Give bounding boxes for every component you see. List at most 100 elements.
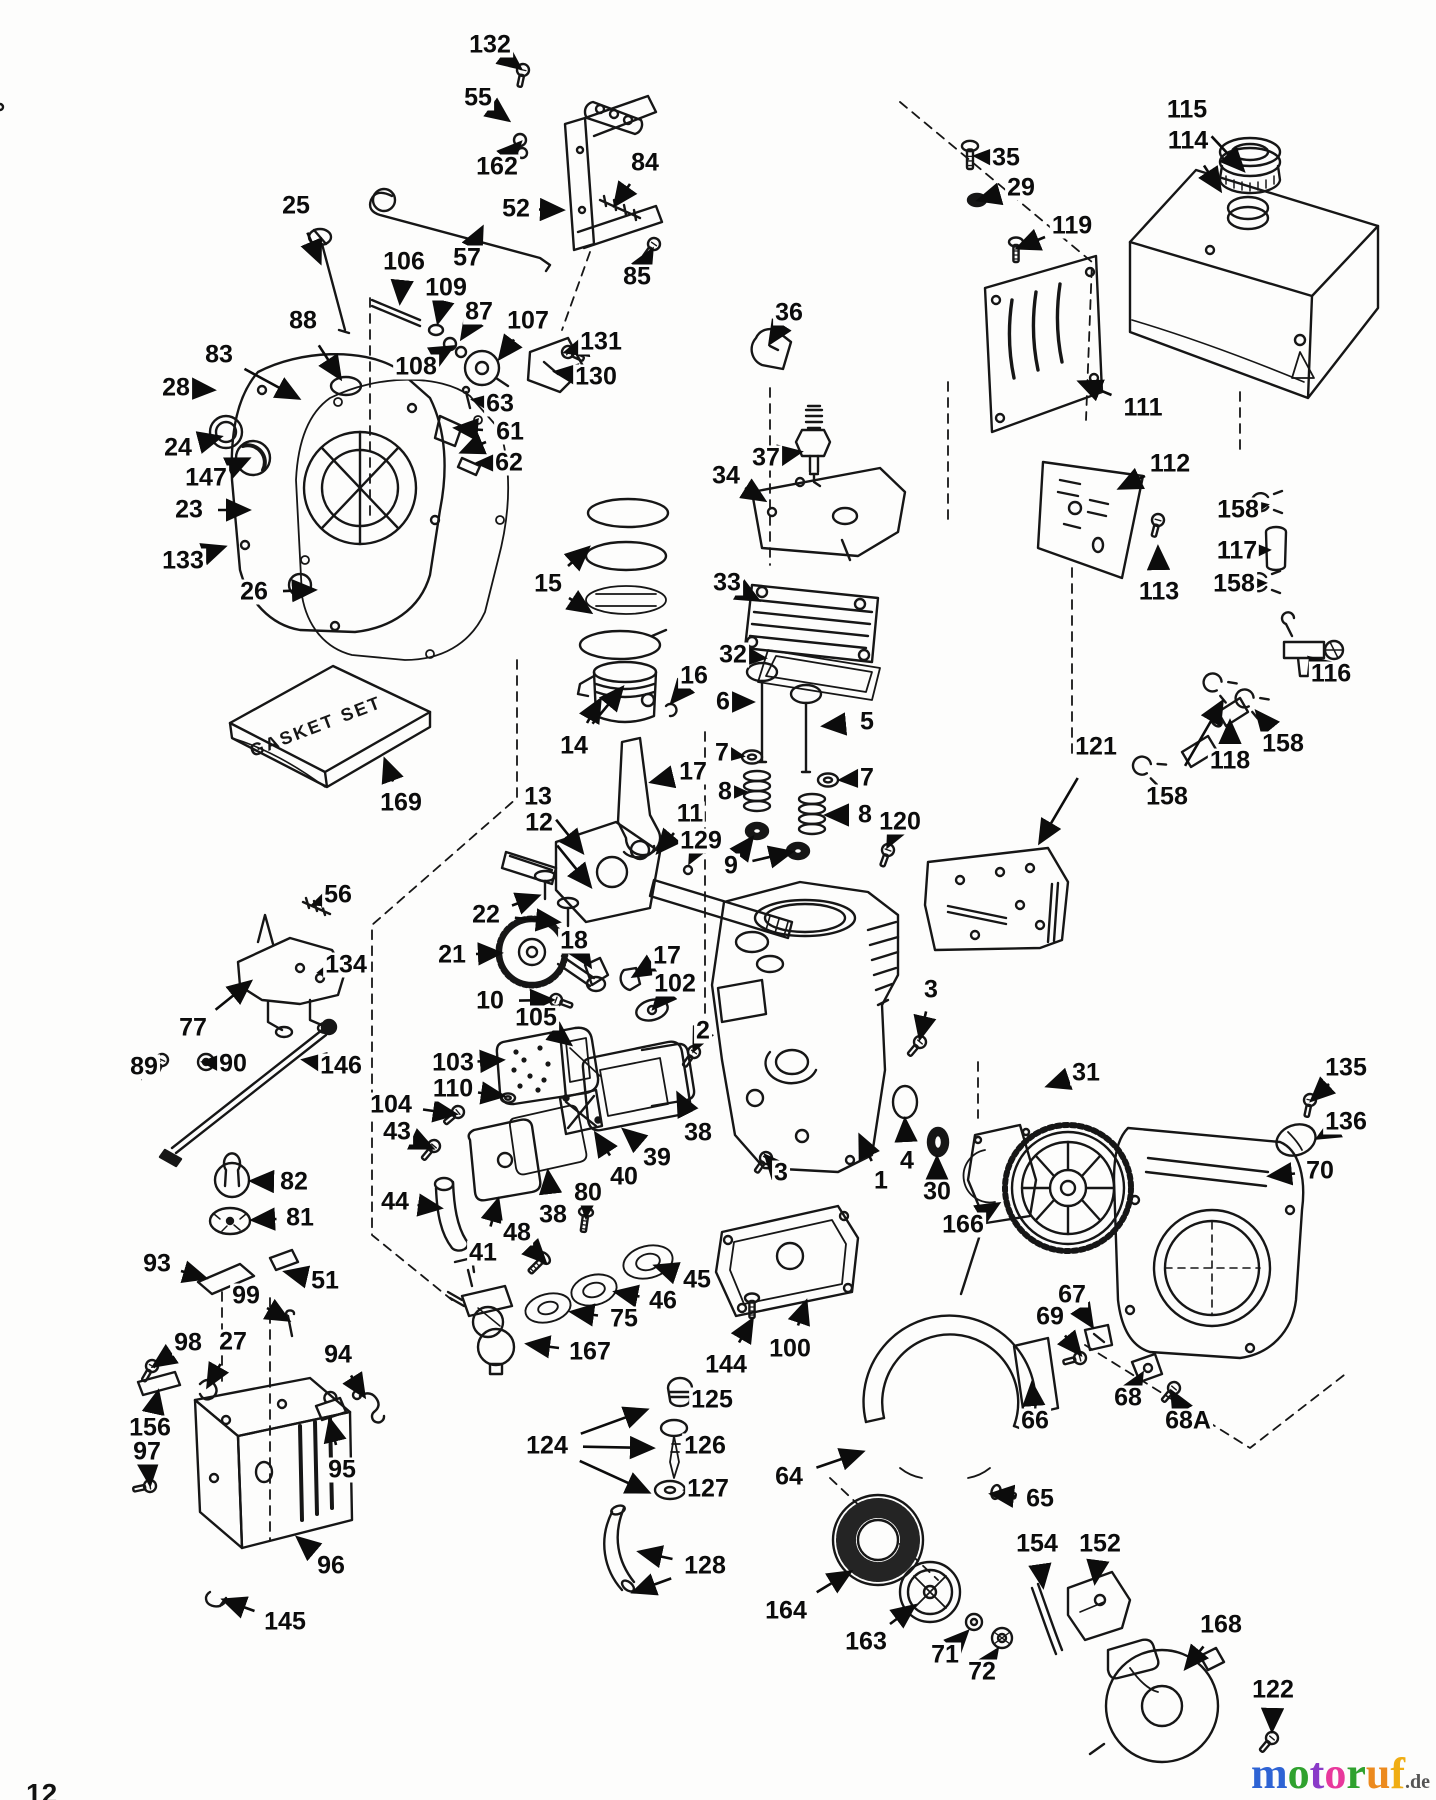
callout-37: 37 (750, 443, 782, 472)
callout-3: 3 (922, 975, 940, 1004)
gasket-set-box (230, 666, 430, 787)
callout-48: 48 (501, 1218, 533, 1247)
callout-36: 36 (773, 298, 805, 327)
carb-gaskets (522, 1240, 676, 1327)
callout-40: 40 (608, 1162, 640, 1191)
callout-83: 83 (203, 340, 235, 369)
callout-9: 9 (722, 851, 740, 880)
callout-68A: 68A (1163, 1406, 1213, 1435)
callout-82: 82 (278, 1167, 310, 1196)
fuel-cap (1220, 138, 1280, 193)
callout-44: 44 (379, 1187, 411, 1216)
callout-130: 130 (573, 362, 619, 391)
callout-55: 55 (462, 83, 494, 112)
callout-110: 110 (430, 1074, 476, 1103)
callout-26: 26 (238, 577, 270, 606)
callout-152: 152 (1077, 1529, 1123, 1558)
callout-163: 163 (843, 1627, 889, 1656)
callout-22: 22 (470, 900, 502, 929)
callout-87: 87 (463, 297, 495, 326)
callout-162: 162 (474, 152, 520, 181)
callout-85: 85 (621, 262, 653, 291)
callout-109: 109 (423, 273, 469, 302)
head-bracket (752, 468, 905, 560)
callout-158: 158 (1211, 569, 1257, 598)
heat-deflector (925, 848, 1068, 950)
spark-plug (796, 406, 830, 486)
callout-117: 117 (1214, 536, 1260, 565)
callout-17: 17 (677, 757, 709, 786)
callout-28: 28 (160, 373, 192, 402)
watermark-letters: motoruf (1251, 1749, 1405, 1798)
callout-4: 4 (898, 1146, 916, 1175)
callout-66: 66 (1019, 1406, 1051, 1435)
callout-81: 81 (284, 1203, 316, 1232)
callout-84: 84 (629, 148, 661, 177)
watermark-suffix: .de (1405, 1771, 1430, 1793)
callout-10: 10 (474, 986, 506, 1015)
callout-57: 57 (451, 243, 483, 272)
oil-fill-seal (331, 377, 361, 395)
callout-122: 122 (1250, 1675, 1296, 1704)
page-number-fragment: 12 (26, 1778, 58, 1800)
callout-166: 166 (940, 1210, 986, 1239)
callout-35: 35 (990, 143, 1022, 172)
callout-118: 118 (1207, 746, 1253, 775)
callout-94: 94 (322, 1340, 354, 1369)
callout-104: 104 (368, 1090, 414, 1119)
callout-51: 51 (309, 1266, 341, 1295)
callout-158: 158 (1260, 729, 1306, 758)
callout-68: 68 (1112, 1383, 1144, 1412)
callout-89: 89 (128, 1052, 160, 1081)
watermark-letter: f (1390, 1749, 1405, 1798)
callout-107: 107 (505, 306, 551, 335)
crankshaft (502, 822, 792, 938)
callout-134: 134 (323, 950, 369, 979)
callout-131: 131 (578, 327, 624, 356)
callout-154: 154 (1014, 1529, 1060, 1558)
starter-washer (210, 1208, 250, 1234)
callout-156: 156 (127, 1413, 173, 1442)
callout-3: 3 (772, 1158, 790, 1187)
callout-129: 129 (678, 826, 724, 855)
callout-128: 128 (682, 1551, 728, 1580)
callout-46: 46 (647, 1286, 679, 1315)
callout-120: 120 (877, 807, 923, 836)
flywheel (1005, 1125, 1131, 1251)
callout-71: 71 (929, 1640, 961, 1669)
callout-97: 97 (131, 1437, 163, 1466)
callout-63: 63 (484, 389, 516, 418)
muffler-shields (138, 1250, 346, 1606)
cylinder-block (712, 882, 898, 1172)
blower-housing (1114, 1128, 1303, 1358)
callout-43: 43 (381, 1117, 413, 1146)
callout-64: 64 (773, 1462, 805, 1491)
callout-114: 114 (1165, 126, 1211, 155)
callout-135: 135 (1323, 1053, 1369, 1082)
callout-111: 111 (1121, 393, 1165, 422)
callout-147: 147 (183, 463, 229, 492)
valve-keeper (684, 866, 692, 874)
callout-65: 65 (1024, 1484, 1056, 1513)
callout-45: 45 (681, 1265, 713, 1294)
callout-2: 2 (694, 1016, 712, 1045)
callout-158: 158 (1144, 782, 1190, 811)
callout-145: 145 (262, 1607, 308, 1636)
callout-119: 119 (1049, 211, 1095, 240)
callout-39: 39 (641, 1143, 673, 1172)
callout-7: 7 (858, 763, 876, 792)
oil-seal (928, 1128, 948, 1156)
brake-spring (1032, 1584, 1062, 1654)
callout-56: 56 (322, 880, 354, 909)
watermark-letter: m (1251, 1749, 1288, 1798)
watermark-letter: o (1287, 1749, 1310, 1798)
watermark-letter: o (1324, 1749, 1347, 1798)
callout-113: 113 (1136, 577, 1182, 606)
callout-12: 12 (523, 808, 555, 837)
watermark-letter: r (1346, 1749, 1366, 1798)
callout-103: 103 (430, 1048, 476, 1077)
callout-108: 108 (393, 352, 439, 381)
callout-1: 1 (872, 1166, 890, 1195)
